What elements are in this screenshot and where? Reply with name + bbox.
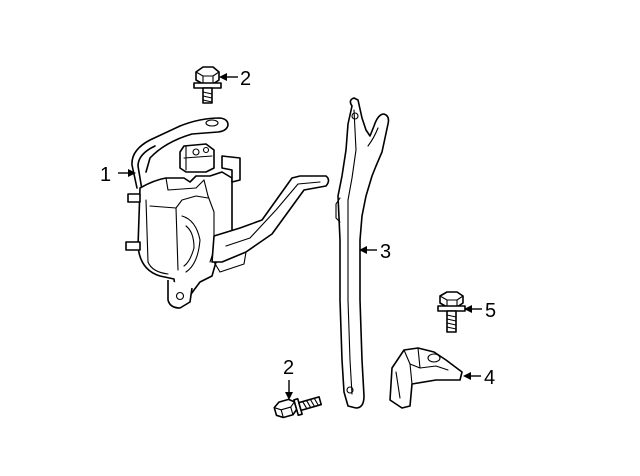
reservoir-assembly-part[interactable] — [125, 117, 330, 309]
callout-1: 1 — [100, 164, 136, 186]
callout-2-top: 2 — [219, 68, 251, 90]
callout-3-label: 3 — [380, 241, 391, 263]
callout-2-bottom-label: 2 — [283, 357, 294, 379]
callout-5: 5 — [464, 300, 496, 322]
long-bracket-part[interactable] — [335, 97, 390, 409]
callout-4-label: 4 — [484, 367, 495, 389]
callout-1-label: 1 — [100, 164, 111, 186]
callout-2-top-label: 2 — [240, 68, 251, 90]
bolt-bottom-part[interactable] — [273, 391, 323, 421]
callout-2-bottom: 2 — [283, 357, 294, 400]
small-bracket-part[interactable] — [389, 347, 463, 409]
bolt-top-part[interactable] — [193, 66, 222, 104]
callout-3: 3 — [359, 241, 391, 263]
callout-5-label: 5 — [485, 300, 496, 322]
callout-4: 4 — [463, 367, 495, 389]
bolt-right-part[interactable] — [437, 291, 466, 333]
